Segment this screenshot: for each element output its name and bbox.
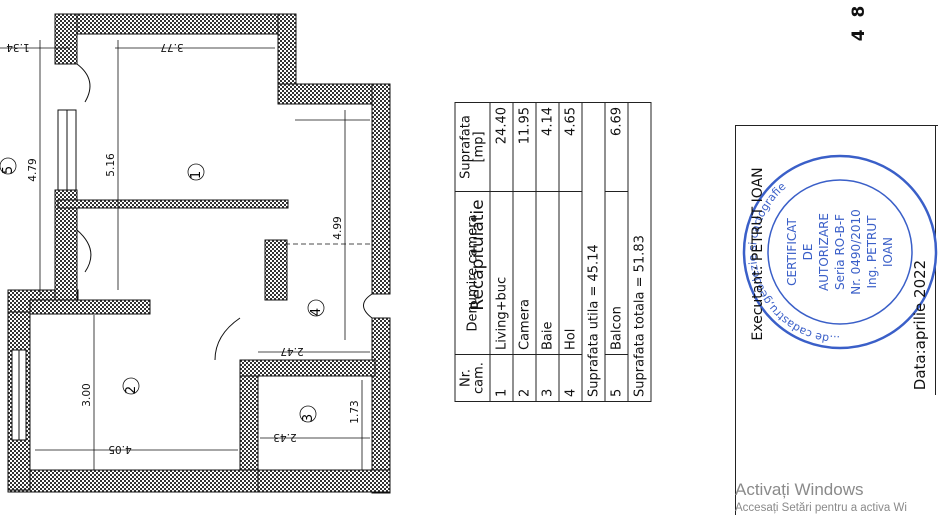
dim-label: 4.99 (332, 216, 344, 239)
room-number: 2 (124, 386, 139, 394)
cell-area: 6.69 (605, 102, 628, 192)
cell-area: 4.65 (559, 102, 582, 192)
header-nr: Nr. cam. (455, 354, 490, 402)
cell-area: 11.95 (513, 102, 536, 192)
page-mark: 4 8 (849, 2, 869, 42)
dim-label: 2.47 (280, 345, 303, 357)
table-row: 2 Camera 11.95 (513, 102, 536, 402)
dim-label: 1.34 (6, 41, 30, 53)
floor-plan: 1 2 3 4 5 1.34 3.77 4.79 5.16 4.99 2.47 … (0, 13, 391, 494)
dim-label: 2.43 (273, 431, 296, 443)
cell-name: Camera (513, 191, 536, 355)
dim-label: 4.79 (27, 158, 39, 181)
frame-line (735, 125, 736, 515)
room-number: 3 (301, 414, 316, 422)
table-header-row: Nr. cam. Denumire camera Suprafata [mp] (455, 102, 490, 402)
stamp-line: Nr. 0490/2010 (849, 209, 863, 295)
dimension-lines (0, 40, 370, 470)
cell-nr: 4 (559, 354, 582, 402)
stamp-line: AUTORIZARE (817, 213, 831, 291)
stamp-line: IOAN (881, 237, 895, 267)
date-line: Data:aprilie 2022 (911, 259, 929, 391)
recap-table: Nr. cam. Denumire camera Suprafata [mp] … (455, 102, 652, 402)
stamp-line: Seria RO-B-F (833, 214, 847, 290)
total-row: Suprafata totala = 51.83 (628, 102, 651, 402)
dim-label: 3.00 (81, 383, 93, 406)
table-row: 4 Hol 4.65 (559, 102, 582, 402)
cell-name: Hol (559, 191, 582, 355)
windows-activation-title: Activați Windows (735, 480, 864, 499)
openings (11, 63, 373, 441)
cell-nr: 5 (605, 354, 628, 402)
header-area: Suprafata [mp] (455, 102, 490, 192)
cell-nr: 1 (490, 354, 513, 402)
executant-line: Executant: PETRUT IOAN (750, 167, 766, 341)
room-circles (0, 157, 325, 423)
room-number: 4 (309, 308, 324, 316)
stamp-line: Ing. PETRUT (865, 215, 879, 289)
room-number: 1 (189, 171, 204, 179)
dimension-labels: 1.34 3.77 4.79 5.16 4.99 2.47 3.00 4.05 … (6, 41, 361, 455)
dim-label: 3.77 (160, 41, 183, 53)
stamp-line: CERTIFICAT (785, 217, 799, 285)
dim-label: 4.05 (108, 443, 131, 455)
cell-area: 24.40 (490, 102, 513, 192)
header-name: Denumire camera (455, 191, 490, 355)
cell-name: Living+buc (490, 191, 513, 355)
walls (7, 13, 391, 494)
util-row: Suprafata utila = 45.14 (582, 102, 605, 402)
frame-line (735, 125, 938, 126)
cell-area: 4.14 (536, 102, 559, 192)
table-row: 5 Balcon 6.69 (605, 102, 628, 402)
windows-activation-subtitle: Accesați Setări pentru a activa Wi (735, 502, 907, 514)
cell-name: Baie (536, 191, 559, 355)
certification-stamp: ...de cadastru,geodezie si cartografie C… (742, 154, 938, 350)
table-row: 3 Baie 4.14 (536, 102, 559, 402)
dim-label: 1.73 (349, 400, 361, 423)
room-number: 5 (1, 166, 16, 174)
table-row: 1 Living+buc 24.40 (490, 102, 513, 402)
util-area: Suprafata utila = 45.14 (582, 102, 605, 402)
cell-nr: 3 (536, 354, 559, 402)
dim-label: 5.16 (105, 153, 117, 177)
stamp-line: DE (801, 244, 815, 261)
cell-name: Balcon (605, 191, 628, 355)
total-area: Suprafata totala = 51.83 (628, 102, 651, 402)
cell-nr: 2 (513, 354, 536, 402)
